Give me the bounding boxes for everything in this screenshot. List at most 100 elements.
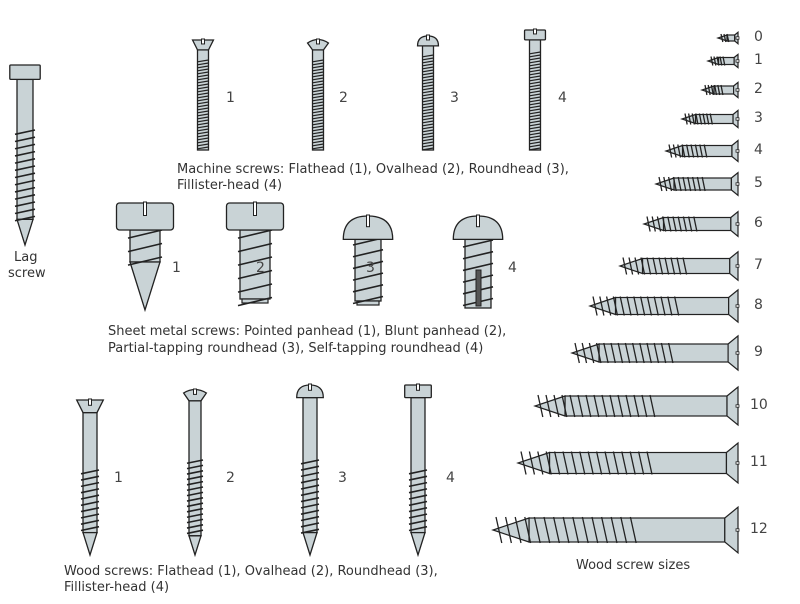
hex-head-icon xyxy=(9,64,41,81)
wood-screw-size-label-1: 1 xyxy=(754,52,763,68)
wood-screw-size-8 xyxy=(588,288,740,324)
slot-icon xyxy=(735,222,740,226)
wood-screw-size-10 xyxy=(533,385,740,427)
slot-icon xyxy=(735,182,740,186)
flathead-icon xyxy=(727,334,739,372)
flathead-icon xyxy=(729,250,739,282)
wood-screw-size-label-9: 9 xyxy=(754,344,763,360)
sheet-metal-blunt-panhead xyxy=(225,201,285,307)
wood-screw-size-12 xyxy=(491,505,740,555)
slot-icon xyxy=(416,383,420,391)
lag-screw-label-2: screw xyxy=(8,266,46,281)
wood-screw-ovalhead xyxy=(182,388,208,558)
slot-icon xyxy=(88,398,92,406)
wood-screw-size-label-5: 5 xyxy=(754,175,763,191)
wood-screw-number-4: 4 xyxy=(446,470,455,486)
wood-screw-size-6 xyxy=(642,210,740,238)
slot-icon xyxy=(735,149,740,153)
wood-screw-size-7 xyxy=(618,250,740,282)
sheet-metal-screw-number-2: 2 xyxy=(256,260,265,276)
flathead-icon xyxy=(726,385,739,427)
machine-screw-roundhead xyxy=(416,34,440,151)
wood-screw-size-4 xyxy=(664,139,740,163)
flathead-icon xyxy=(732,109,739,129)
wood-screw-size-label-12: 12 xyxy=(750,521,768,537)
machine-screw-number-3: 3 xyxy=(450,90,459,106)
slot-icon xyxy=(316,38,320,45)
slot-icon xyxy=(476,214,480,228)
slot-icon xyxy=(193,388,197,395)
flathead-icon xyxy=(730,210,739,238)
ovalhead-icon xyxy=(306,38,330,51)
wood-screws-caption-1: Wood screws: Flathead (1), Ovalhead (2),… xyxy=(64,564,438,579)
slot-icon xyxy=(735,461,740,465)
flathead-icon xyxy=(725,441,739,485)
machine-screws-caption-2: Fillister-head (4) xyxy=(177,178,283,193)
wood-screw-number-3: 3 xyxy=(338,470,347,486)
flathead-icon xyxy=(724,505,739,555)
slot-icon xyxy=(143,201,147,216)
lag-screw-label-1: Lag xyxy=(14,250,38,265)
slot-icon xyxy=(735,88,740,92)
wood-screw-size-label-0: 0 xyxy=(754,29,763,45)
sheet-metal-self-tapping xyxy=(452,214,504,309)
machine-screw-number-1: 1 xyxy=(226,90,235,106)
wood-screw-roundhead xyxy=(296,383,324,558)
cutting-slot-icon xyxy=(475,269,482,307)
machine-screw-flathead xyxy=(191,38,215,151)
slot-icon xyxy=(735,351,740,355)
wood-screw-size-3 xyxy=(680,109,740,129)
slot-icon xyxy=(735,36,740,40)
flathead-icon xyxy=(730,171,739,197)
lag-screw xyxy=(9,64,41,248)
flathead-icon xyxy=(728,288,739,324)
slot-icon xyxy=(735,59,740,63)
machine-screw-number-2: 2 xyxy=(339,90,348,106)
wood-screw-size-0 xyxy=(716,31,740,45)
machine-screws-caption-1: Machine screws: Flathead (1), Ovalhead (… xyxy=(177,162,569,177)
slot-icon xyxy=(253,201,257,216)
slot-icon xyxy=(735,528,740,532)
sheet-metal-screw-number-4: 4 xyxy=(508,260,517,276)
slot-icon xyxy=(366,214,370,228)
wood-screw-size-label-7: 7 xyxy=(754,257,763,273)
wood-screw-size-2 xyxy=(700,81,740,99)
ovalhead-icon xyxy=(182,388,208,402)
wood-screw-size-label-11: 11 xyxy=(750,454,768,470)
wood-screw-size-9 xyxy=(570,334,740,372)
wood-screw-size-label-8: 8 xyxy=(754,297,763,313)
wood-screw-size-11 xyxy=(516,441,740,485)
wood-screw-size-label-2: 2 xyxy=(754,81,763,97)
slot-icon xyxy=(735,264,740,268)
wood-screw-size-label-4: 4 xyxy=(754,142,763,158)
sheet-metal-screw-number-3: 3 xyxy=(366,260,375,276)
flathead-icon xyxy=(731,139,739,163)
machine-screw-ovalhead xyxy=(306,38,330,151)
wood-screw-size-label-10: 10 xyxy=(750,397,768,413)
slot-icon xyxy=(308,383,312,391)
wood-screws-caption-2: Fillister-head (4) xyxy=(64,580,170,595)
wood-screw-number-1: 1 xyxy=(114,470,123,486)
wood-screw-sizes-caption: Wood screw sizes xyxy=(576,558,691,573)
slot-icon xyxy=(735,304,740,308)
wood-screw-size-5 xyxy=(654,171,740,197)
flathead-icon xyxy=(75,399,105,414)
wood-screw-size-label-6: 6 xyxy=(754,215,763,231)
wood-screw-fillister xyxy=(404,383,432,558)
wood-screw-number-2: 2 xyxy=(226,470,235,486)
wood-screw-flathead xyxy=(75,398,105,558)
sheet-metal-caption-1: Sheet metal screws: Pointed panhead (1),… xyxy=(108,324,507,339)
slot-icon xyxy=(735,117,740,121)
slot-icon xyxy=(426,34,430,41)
slot-icon xyxy=(533,28,537,35)
sheet-metal-screw-number-1: 1 xyxy=(172,260,181,276)
sheet-metal-pointed-panhead xyxy=(115,201,175,313)
slot-icon xyxy=(735,404,740,408)
machine-screw-fillister xyxy=(523,28,547,151)
flathead-icon xyxy=(191,39,215,51)
wood-screw-size-1 xyxy=(706,53,740,69)
slot-icon xyxy=(201,38,205,45)
sheet-metal-caption-2: Partial-tapping roundhead (3), Self-tapp… xyxy=(108,341,484,356)
sheet-metal-partial-tapping xyxy=(342,214,394,306)
